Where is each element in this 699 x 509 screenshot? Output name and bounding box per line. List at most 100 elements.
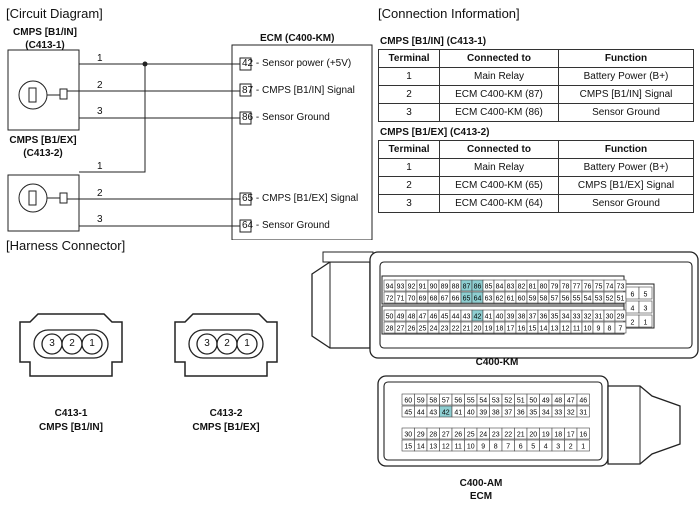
pin-number: 11	[573, 326, 580, 333]
pin-number: 32	[567, 410, 575, 417]
cell: 2	[378, 176, 440, 195]
pin-cell	[638, 286, 653, 300]
pin-number: 89	[441, 284, 449, 291]
pin-number: 69	[419, 296, 427, 303]
pin-number: 21	[517, 432, 525, 439]
pin-number: 16	[518, 326, 526, 333]
pin-number: 27	[442, 432, 450, 439]
pin-number: 7	[506, 444, 510, 451]
col-connected: Connected to	[439, 49, 559, 68]
c413-2-pin: 3	[204, 338, 210, 349]
pin-number: 93	[397, 284, 405, 291]
pin-number: 5	[531, 444, 535, 451]
pin-number: 62	[496, 296, 504, 303]
wire-label-3: 3	[97, 106, 103, 117]
sensor1-element	[18, 80, 48, 110]
pin-number: 33	[554, 410, 562, 417]
col-terminal: Terminal	[378, 140, 440, 159]
pin-number: 20	[474, 326, 482, 333]
pin-number: 38	[492, 410, 500, 417]
c413-2-code: C413-2	[209, 408, 243, 419]
pin-cell	[614, 279, 627, 292]
pin-number: 85	[485, 284, 493, 291]
pin-number: 46	[430, 314, 438, 321]
pin-number: 24	[430, 326, 438, 333]
pin-number: 72	[386, 296, 394, 303]
pin-number: 1	[581, 444, 585, 451]
cell: Sensor Ground	[558, 103, 694, 122]
cell: Main Relay	[439, 67, 559, 86]
pin-number: 14	[540, 326, 548, 333]
pin-cell	[576, 405, 590, 418]
pin-number: 94	[386, 284, 394, 291]
col-terminal: Terminal	[378, 49, 440, 68]
pin-number: 28	[429, 432, 437, 439]
pin-number: 56	[454, 398, 462, 405]
pin-number: 42	[442, 410, 450, 417]
pin-number: 66	[452, 296, 460, 303]
pin-number: 47	[567, 398, 575, 405]
pin-number: 86	[474, 284, 482, 291]
pin-number: 10	[584, 326, 592, 333]
cell: CMPS [B1/IN] Signal	[558, 85, 694, 104]
c400-km-label: C400-KM	[475, 357, 519, 368]
pin-number: 47	[419, 314, 427, 321]
pin-number: 92	[408, 284, 416, 291]
ecm-title: ECM (C400-KM)	[260, 33, 335, 44]
pin-number: 43	[463, 314, 471, 321]
pin-number: 91	[419, 284, 427, 291]
pin-number: 4	[631, 306, 635, 313]
pin-number: 7	[619, 326, 623, 333]
pin-number: 29	[617, 314, 625, 321]
pin-number: 76	[584, 284, 592, 291]
cell: Main Relay	[439, 158, 559, 177]
pin-number: 59	[529, 296, 537, 303]
cell: ECM C400-KM (87)	[439, 85, 559, 104]
c413-1-pin: 1	[89, 338, 95, 349]
c413-1-pin: 3	[49, 338, 55, 349]
ecm-box	[231, 44, 373, 240]
pin-number: 2	[631, 320, 635, 327]
sensor2-element	[18, 183, 48, 213]
pin-number: 49	[397, 314, 405, 321]
cell: Battery Power (B+)	[558, 158, 694, 177]
sensor2-housing	[7, 174, 80, 232]
cell: 1	[378, 158, 440, 177]
pin-number: 73	[617, 284, 625, 291]
pin-number: 24	[479, 432, 487, 439]
pin-number: 30	[404, 432, 412, 439]
pin-number: 50	[386, 314, 394, 321]
pin-number: 31	[595, 314, 603, 321]
ecm-pin-65: 65 - CMPS [B1/EX] Signal	[242, 193, 359, 204]
pin-number: 55	[467, 398, 475, 405]
pin-number: 64	[474, 296, 482, 303]
cell: CMPS [B1/EX] Signal	[558, 176, 694, 195]
pin-number: 83	[507, 284, 515, 291]
ecm-pin-86: 86 - Sensor Ground	[242, 112, 330, 123]
pin-number: 52	[606, 296, 614, 303]
cell: Battery Power (B+)	[558, 67, 694, 86]
pin-number: 71	[397, 296, 405, 303]
pin-number: 39	[479, 410, 487, 417]
pin-number: 81	[529, 284, 537, 291]
pin-number: 74	[606, 284, 614, 291]
pin-number: 56	[562, 296, 570, 303]
pin-number: 14	[417, 444, 425, 451]
cell: 2	[378, 85, 440, 104]
pin-number: 88	[452, 284, 460, 291]
connector-c413-1	[19, 313, 123, 377]
sensor1-housing	[7, 49, 80, 131]
pin-number: 52	[504, 398, 512, 405]
pin-number: 2	[569, 444, 573, 451]
pin-number: 57	[551, 296, 559, 303]
table2-title: CMPS [B1/EX] (C413-2)	[380, 127, 490, 138]
pin-number: 61	[507, 296, 515, 303]
pin-number: 44	[417, 410, 425, 417]
